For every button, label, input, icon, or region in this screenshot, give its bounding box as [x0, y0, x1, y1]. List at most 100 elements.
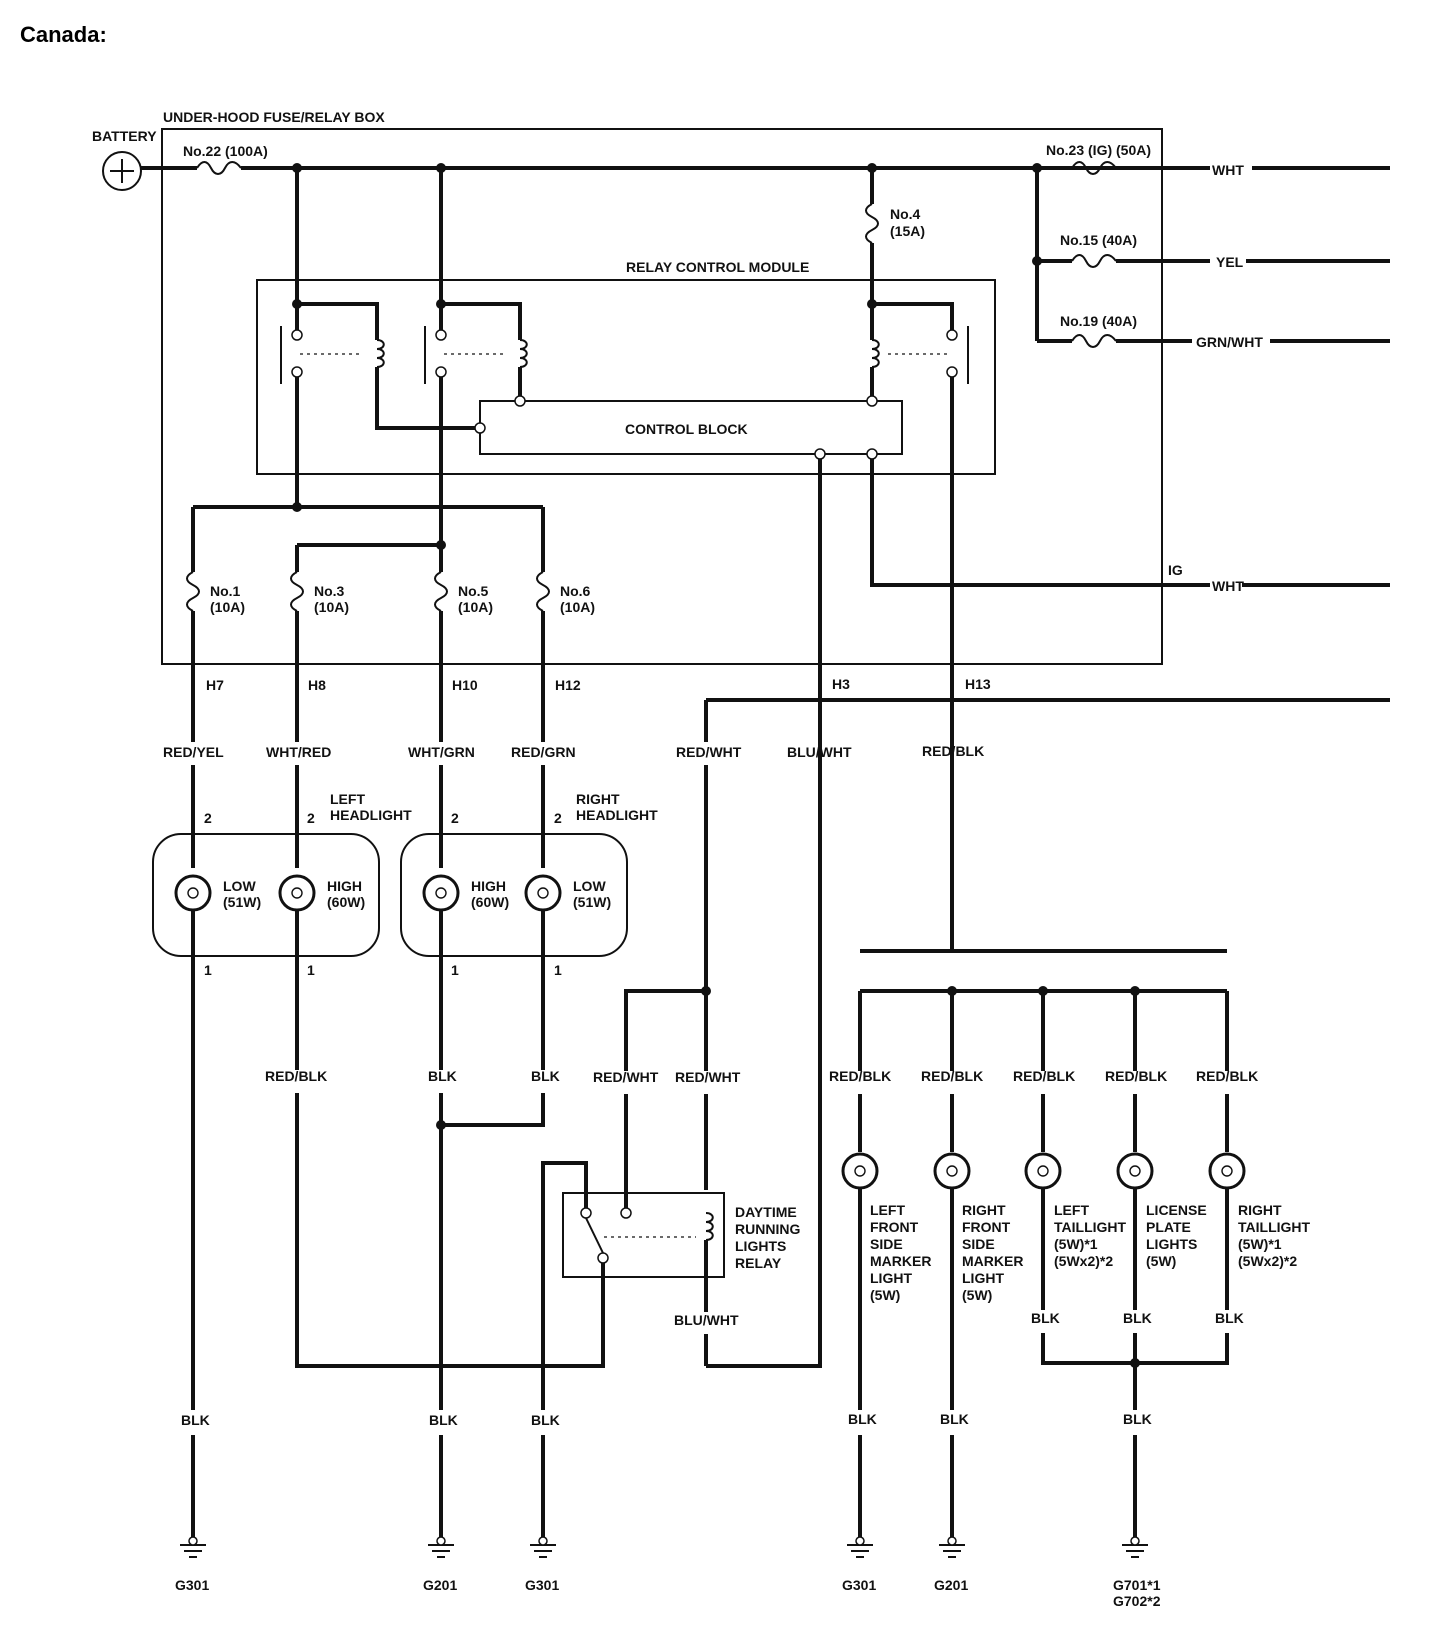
connector-h3: H3	[832, 676, 850, 692]
svg-text:LEFT: LEFT	[1054, 1202, 1089, 1218]
svg-text:(10A): (10A)	[314, 599, 349, 615]
wire-wht-grn: WHT/GRN	[408, 744, 475, 760]
ground-icon	[1122, 1536, 1148, 1558]
connector-h10: H10	[452, 677, 478, 693]
svg-text:FRONT: FRONT	[870, 1219, 919, 1235]
wire-wht-red: WHT/RED	[266, 744, 331, 760]
connector-h7: H7	[206, 677, 224, 693]
svg-text:HIGH: HIGH	[327, 878, 362, 894]
svg-text:2: 2	[554, 810, 562, 826]
wire-red-blk-top: RED/BLK	[922, 743, 984, 759]
svg-text:HEADLIGHT: HEADLIGHT	[576, 807, 658, 823]
left-taillight-bulb-icon	[1024, 1152, 1062, 1190]
svg-text:RIGHT: RIGHT	[1238, 1202, 1282, 1218]
ground-g702: G702*2	[1113, 1593, 1161, 1609]
svg-text:BLK: BLK	[181, 1412, 210, 1428]
relay-control-module-label: RELAY CONTROL MODULE	[626, 259, 809, 275]
svg-text:(5W)*1: (5W)*1	[1238, 1236, 1282, 1252]
svg-text:2: 2	[451, 810, 459, 826]
svg-text:HEADLIGHT: HEADLIGHT	[330, 807, 412, 823]
battery-label: BATTERY	[92, 128, 157, 144]
svg-text:No.5: No.5	[458, 583, 489, 599]
svg-text:1: 1	[554, 962, 562, 978]
right-headlight	[400, 833, 628, 957]
fuse-22-label: No.22 (100A)	[183, 143, 268, 159]
svg-text:SIDE: SIDE	[870, 1236, 903, 1252]
svg-text:(60W): (60W)	[471, 894, 509, 910]
right-high-bulb-icon: HIGH (60W)	[422, 874, 509, 912]
svg-text:1: 1	[204, 962, 212, 978]
fuse-19-label: No.19 (40A)	[1060, 313, 1137, 329]
ground-g301-c: G301	[842, 1577, 876, 1593]
svg-text:RUNNING: RUNNING	[735, 1221, 800, 1237]
svg-text:DAYTIME: DAYTIME	[735, 1204, 797, 1220]
connector-h12: H12	[555, 677, 581, 693]
svg-text:BLK: BLK	[531, 1412, 560, 1428]
svg-text:BLK: BLK	[1215, 1310, 1244, 1326]
right-front-side-marker-label: RIGHT FRONT SIDE MARKER LIGHT (5W)	[962, 1202, 1023, 1303]
ground-icon	[939, 1536, 965, 1558]
svg-text:BLK: BLK	[1031, 1310, 1060, 1326]
ground-g201-a: G201	[423, 1577, 457, 1593]
svg-text:BLK: BLK	[848, 1411, 877, 1427]
svg-text:RED/BLK: RED/BLK	[265, 1068, 327, 1084]
ground-g201-b: G201	[934, 1577, 968, 1593]
svg-text:LOW: LOW	[573, 878, 606, 894]
battery-icon	[102, 151, 142, 191]
svg-text:No.6: No.6	[560, 583, 591, 599]
left-front-side-marker-bulb-icon	[841, 1152, 879, 1190]
svg-text:2: 2	[307, 810, 315, 826]
ground-g301-b: G301	[525, 1577, 559, 1593]
svg-text:LIGHT: LIGHT	[962, 1270, 1004, 1286]
ground-g701: G701*1	[1113, 1577, 1161, 1593]
svg-text:PLATE: PLATE	[1146, 1219, 1191, 1235]
output-yel: YEL	[1216, 254, 1244, 270]
svg-text:RED/BLK: RED/BLK	[921, 1068, 983, 1084]
svg-text:RED/BLK: RED/BLK	[829, 1068, 891, 1084]
svg-text:(51W): (51W)	[223, 894, 261, 910]
control-block-label: CONTROL BLOCK	[625, 421, 748, 437]
svg-text:BLK: BLK	[940, 1411, 969, 1427]
svg-text:1: 1	[451, 962, 459, 978]
svg-text:LIGHTS: LIGHTS	[1146, 1236, 1197, 1252]
svg-text:2: 2	[204, 810, 212, 826]
svg-text:(10A): (10A)	[458, 599, 493, 615]
svg-text:MARKER: MARKER	[870, 1253, 931, 1269]
svg-text:LOW: LOW	[223, 878, 256, 894]
svg-text:No.3: No.3	[314, 583, 345, 599]
svg-text:(5Wx2)*2: (5Wx2)*2	[1054, 1253, 1113, 1269]
left-front-side-marker-label: LEFT FRONT SIDE MARKER LIGHT (5W)	[870, 1202, 931, 1303]
ground-icon	[530, 1536, 556, 1558]
svg-text:RELAY: RELAY	[735, 1255, 782, 1271]
output-ig-wht: WHT	[1212, 578, 1244, 594]
wire-red-wht-top: RED/WHT	[676, 744, 742, 760]
connector-h8: H8	[308, 677, 326, 693]
fuse-3: No.3 (10A)	[290, 571, 349, 615]
svg-text:RED/BLK: RED/BLK	[1013, 1068, 1075, 1084]
fuse-6: No.6 (10A)	[536, 571, 595, 615]
relay-control-module	[256, 279, 996, 475]
right-front-side-marker-bulb-icon	[933, 1152, 971, 1190]
svg-text:BLK: BLK	[1123, 1310, 1152, 1326]
connector-h13: H13	[965, 676, 991, 692]
svg-text:LIGHT: LIGHT	[870, 1270, 912, 1286]
fuse-23-label: No.23 (IG) (50A)	[1046, 142, 1151, 158]
svg-text:RED/BLK: RED/BLK	[1196, 1068, 1258, 1084]
svg-text:RIGHT: RIGHT	[576, 791, 620, 807]
svg-text:(5W): (5W)	[1146, 1253, 1176, 1269]
license-plate-lights-label: LICENSE PLATE LIGHTS (5W)	[1146, 1202, 1207, 1269]
left-taillight-label: LEFT TAILLIGHT (5W)*1 (5Wx2)*2	[1054, 1202, 1127, 1269]
svg-text:BLK: BLK	[1123, 1411, 1152, 1427]
svg-text:(60W): (60W)	[327, 894, 365, 910]
fuse-relay-box-label: UNDER-HOOD FUSE/RELAY BOX	[163, 109, 385, 125]
wire-blu-wht-top: BLU/WHT	[787, 744, 852, 760]
svg-text:(5W)*1: (5W)*1	[1054, 1236, 1098, 1252]
right-taillight-label: RIGHT TAILLIGHT (5W)*1 (5Wx2)*2	[1238, 1202, 1311, 1269]
fuse-22	[196, 161, 242, 175]
fuse-relay-box	[161, 128, 1163, 665]
svg-text:No.1: No.1	[210, 583, 241, 599]
svg-text:FRONT: FRONT	[962, 1219, 1011, 1235]
svg-text:(10A): (10A)	[560, 599, 595, 615]
svg-text:SIDE: SIDE	[962, 1236, 995, 1252]
right-low-bulb-icon: LOW (51W)	[524, 874, 611, 912]
